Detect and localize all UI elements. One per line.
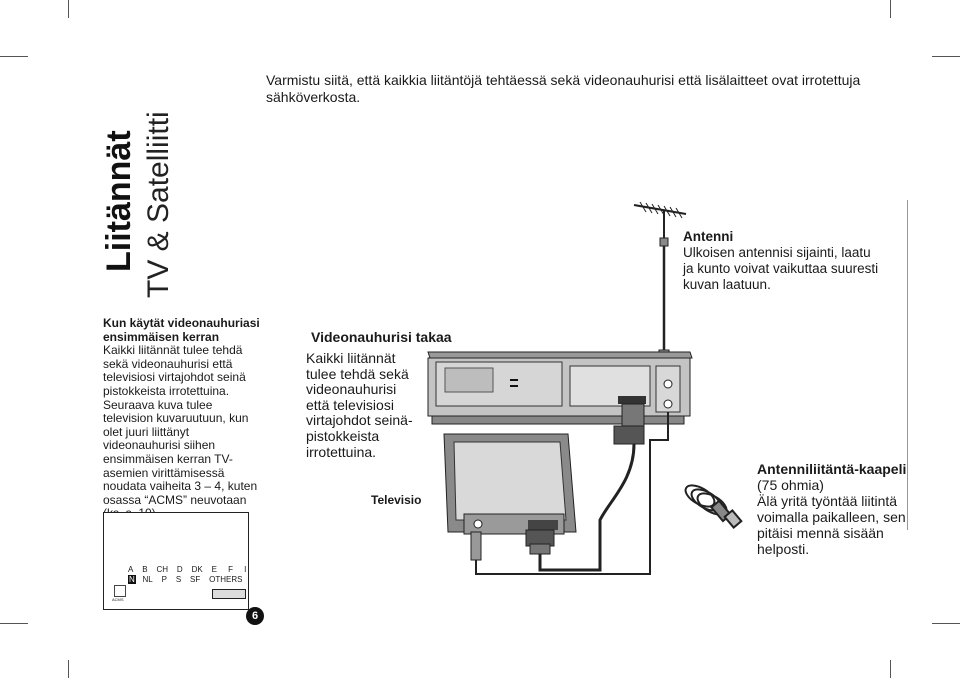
rf-cable bbox=[475, 412, 669, 575]
scart-cable bbox=[538, 443, 636, 572]
crop-mark bbox=[0, 623, 28, 624]
crop-mark bbox=[890, 660, 891, 678]
system-option: CH bbox=[156, 565, 169, 574]
system-row-2: N NL P S SF OTHERS bbox=[128, 575, 243, 584]
system-option: B bbox=[142, 565, 148, 574]
coiled-cable-icon bbox=[684, 484, 743, 529]
system-option: SF bbox=[190, 575, 201, 584]
tv-screen-preview: A B CH D DK E F I N NL P S SF OTHERS ACM… bbox=[103, 512, 249, 610]
tv-scart-plug-icon bbox=[525, 529, 555, 555]
rear-panel-text: Kaikki liitännät tulee tehdä sekä videon… bbox=[306, 350, 413, 460]
cable-text: Älä yritä työntää liitintä voimalla paik… bbox=[757, 493, 906, 557]
navigation-keys-icon bbox=[212, 589, 246, 599]
tv-label: Televisio bbox=[371, 493, 422, 507]
system-option: OTHERS bbox=[209, 575, 243, 584]
system-option: P bbox=[161, 575, 167, 584]
vcr-rear-panel bbox=[427, 351, 693, 425]
first-use-title: Kun käytät videonauhuriasi ensimmäisen k… bbox=[103, 316, 260, 344]
cable-spec: (75 ohmia) bbox=[757, 477, 824, 493]
crop-mark bbox=[68, 0, 69, 18]
antenna-note: Antenni Ulkoisen antennisi sijainti, laa… bbox=[683, 229, 883, 293]
system-option: DK bbox=[191, 565, 203, 574]
system-option: D bbox=[176, 565, 183, 574]
system-option: NL bbox=[142, 575, 153, 584]
television-icon bbox=[443, 433, 577, 535]
crop-mark bbox=[890, 0, 891, 18]
system-option: F bbox=[228, 565, 233, 574]
roof-antenna-icon bbox=[633, 201, 687, 360]
system-option: A bbox=[128, 565, 134, 574]
scart-connector-icon bbox=[613, 403, 645, 445]
cable-title: Antenniliitäntä-kaapeli bbox=[757, 461, 907, 477]
system-option: S bbox=[175, 575, 182, 584]
antenna-text: Ulkoisen antennisi sijainti, laatu ja ku… bbox=[683, 245, 879, 292]
crop-mark bbox=[68, 660, 69, 678]
cable-note: Antenniliitäntä-kaapeli (75 ohmia) Älä y… bbox=[757, 461, 907, 557]
tv-rf-plug-icon bbox=[470, 531, 482, 561]
acms-icon bbox=[114, 585, 126, 597]
system-option-selected: N bbox=[128, 575, 136, 584]
acms-label: ACMS bbox=[112, 597, 124, 602]
system-option: E bbox=[211, 565, 217, 574]
system-option: I bbox=[244, 565, 247, 574]
rear-panel-title: Videonauhurisi takaa bbox=[311, 329, 452, 345]
antenna-title: Antenni bbox=[683, 229, 734, 244]
intro-paragraph: Varmistu siitä, että kaikkia liitäntöjä … bbox=[266, 72, 861, 105]
page-number: 6 bbox=[246, 607, 264, 625]
margin-line bbox=[907, 200, 908, 530]
crop-mark bbox=[932, 56, 960, 57]
crop-mark bbox=[932, 623, 960, 624]
system-row-1: A B CH D DK E F I bbox=[128, 565, 246, 574]
crop-mark bbox=[0, 56, 28, 57]
